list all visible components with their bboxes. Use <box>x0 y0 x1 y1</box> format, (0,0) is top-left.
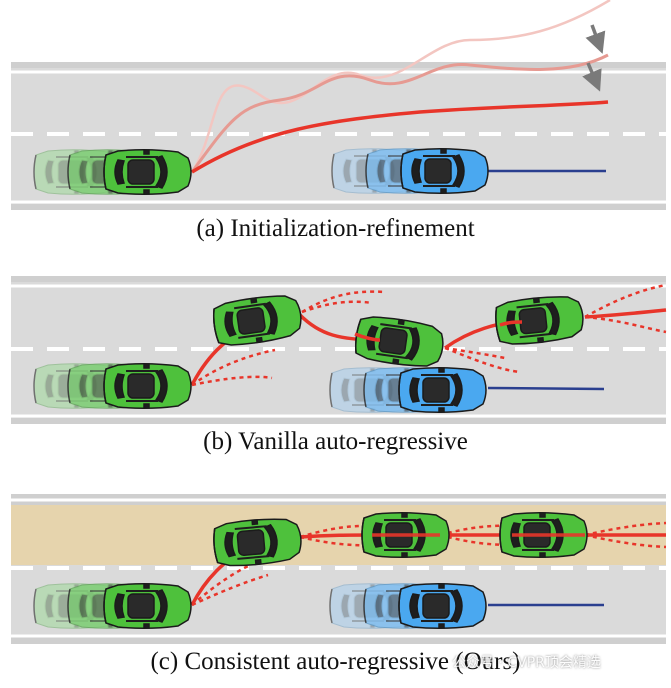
other-traj-b <box>487 386 605 391</box>
caption-a: (a) Initialization-refinement <box>196 215 475 242</box>
traj-mid-a <box>190 53 609 173</box>
ego-car-a <box>103 148 192 196</box>
panel-b <box>11 276 667 424</box>
refine-arrow-1 <box>585 24 606 54</box>
ego-car-c <box>103 582 192 630</box>
panel-c <box>11 494 667 644</box>
other-car-b <box>398 366 487 414</box>
caption-c: (c) Consistent auto-regressive (Ours) <box>150 648 521 675</box>
watermark: 公众号 · CVPR顶会精选 <box>452 655 601 671</box>
ego-car-b <box>103 362 192 410</box>
panel-a <box>11 0 666 210</box>
caption-b: (b) Vanilla auto-regressive <box>203 428 468 455</box>
traj-initial-a <box>190 0 611 173</box>
other-car-a <box>400 147 489 195</box>
traj-step4-b <box>584 308 667 319</box>
other-car-c <box>398 582 487 630</box>
refine-arrow-2 <box>582 62 602 92</box>
traj-final-a <box>191 100 609 174</box>
